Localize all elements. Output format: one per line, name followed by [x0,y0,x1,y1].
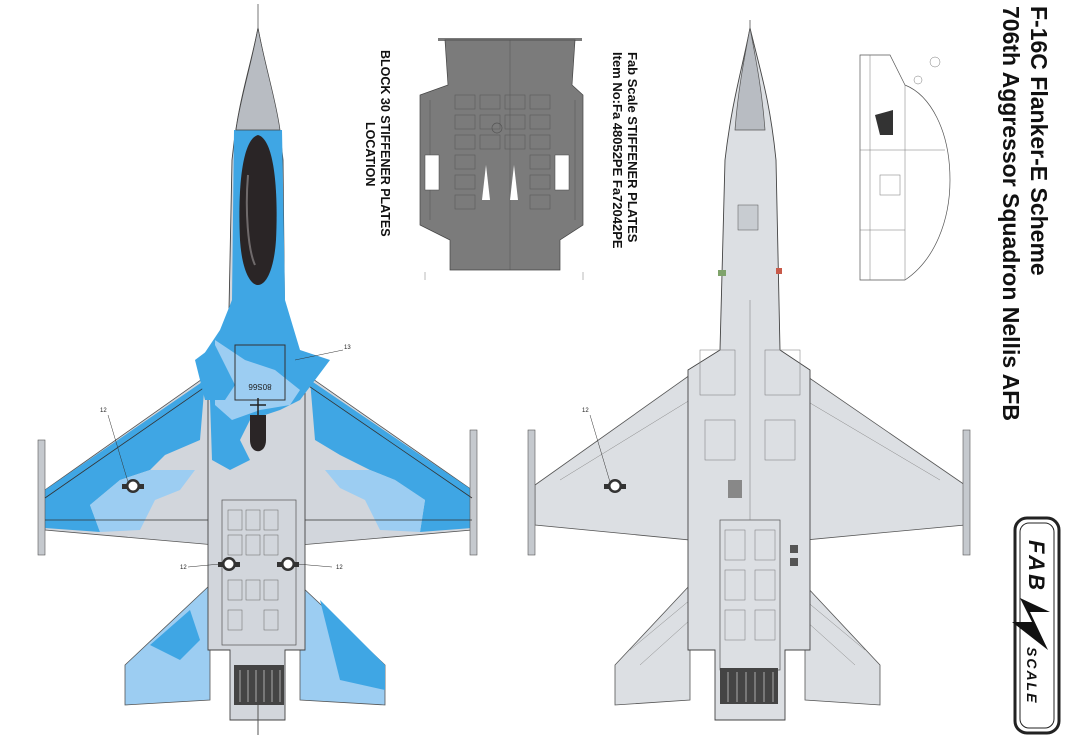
squadron-title: 706th Aggressor Squadron Nellis AFB [998,6,1024,421]
logo-fab-text: FAB [1024,540,1049,593]
exhaust-nozzle [234,665,284,705]
product-item-number: Item No:Fa 48052PE Fa72042PE [610,52,625,249]
callout-12-intake-right: 12 [336,565,343,571]
aircraft-serial: 80S66 [248,382,272,391]
callout-12-wing-left: 12 [100,408,107,414]
right-stabilizer-camo [320,600,385,690]
underside-right-stabilizer [804,583,881,706]
right-wingtip-launcher [469,429,478,556]
location-note-line1: BLOCK 30 STIFFENER PLATES [378,50,392,237]
left-wing-camo [45,380,205,532]
aircraft-camo-top-view: 80S66 [37,4,478,735]
lightning-bolt-icon [1012,598,1050,650]
logo-frame [1013,516,1061,735]
roundel-underside-wing [604,479,626,493]
underside-right-wing [804,374,966,541]
location-note-line2: LOCATION [363,122,377,187]
callout-12-underside: 12 [582,408,589,414]
stiffener-detail-drawing [419,38,584,280]
left-stabilizer-camo [150,610,200,660]
fuselage-camo-blue-lower [195,345,235,400]
right-wing-camo-light [325,470,425,532]
logo-scale-text: SCALE [1024,647,1040,705]
right-wing-camo [310,380,472,532]
underside-exhaust [720,668,778,704]
canopy-side-detail [859,54,951,281]
canopy [239,135,277,285]
left-wing-camo-light [90,470,195,532]
left-wingtip-launcher [37,439,46,556]
callout-13: 13 [344,345,351,351]
product-name: Fab Scale STIFFENER PLATES [625,52,640,243]
underside-left-wing [534,374,691,541]
underside-left-stabilizer [614,583,691,706]
scheme-title: F-16C Flanker-E Scheme [1026,6,1052,276]
underside-fuselage [687,27,811,721]
stiffener-location-box [234,344,286,401]
nose-cone [235,27,281,131]
callout-12-intake-left: 12 [180,565,187,571]
aircraft-gray-underside-view: 12 [527,20,971,721]
roundel-intake-left [218,557,240,571]
roundel-intake-right [277,557,299,571]
roundel-left-wing [122,479,144,493]
